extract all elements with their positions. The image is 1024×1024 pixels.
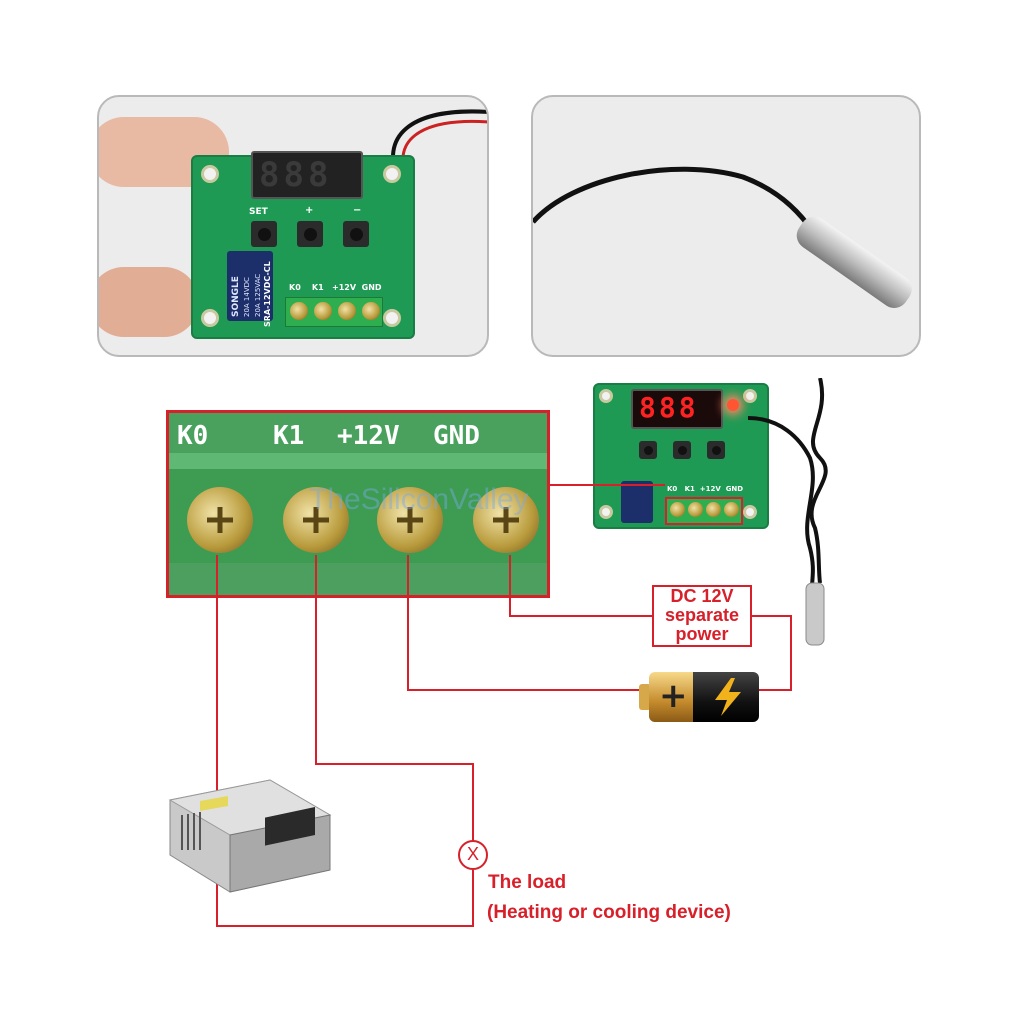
terminal-label-gnd: GND bbox=[433, 421, 480, 451]
wire-12v-horizontal bbox=[407, 689, 639, 691]
relay: SONGLE 20A 14VDC 20A 125VAC bbox=[227, 251, 273, 321]
display-digits: 888 bbox=[259, 155, 333, 195]
plus-button bbox=[297, 221, 323, 247]
screw-slots bbox=[207, 507, 519, 533]
wire-k1-down bbox=[472, 763, 474, 841]
wire-k1-horizontal bbox=[315, 763, 474, 765]
wire-gnd bbox=[509, 555, 511, 617]
wire-battery-right-vertical bbox=[790, 615, 792, 691]
board-photo: 888 SET + − SONGLE 20A 14VDC 20A 125VAC … bbox=[97, 95, 489, 357]
status-led bbox=[727, 399, 739, 411]
small-board-terminal-block bbox=[665, 497, 743, 525]
led-display: 888 bbox=[251, 151, 363, 199]
red-display-digits: 888 bbox=[639, 391, 699, 424]
thermostat-board: 888 SET + − SONGLE 20A 14VDC 20A 125VAC … bbox=[191, 151, 415, 339]
finger-image-2 bbox=[99, 267, 199, 337]
power-label-line2: separate bbox=[664, 605, 740, 625]
battery-plus: + bbox=[659, 676, 688, 716]
wire-battery-right-bottom bbox=[758, 689, 792, 691]
set-label: SET bbox=[249, 207, 268, 217]
watermark: TheSiliconValley bbox=[309, 483, 529, 516]
wire-12v bbox=[407, 555, 409, 691]
power-supply-unit bbox=[168, 779, 332, 893]
relay-model-label: SRA-12VDC-CL bbox=[263, 261, 272, 327]
power-label-box: DC 12V separate power bbox=[652, 585, 752, 647]
probe-photo bbox=[531, 95, 921, 357]
minus-button bbox=[343, 221, 369, 247]
closeup-connector-line bbox=[550, 484, 665, 486]
board-small: 888 K0 K1 +12V GND bbox=[593, 383, 769, 529]
battery: + bbox=[639, 668, 759, 726]
minus-label: − bbox=[353, 205, 362, 216]
load-subtitle: (Heating or cooling device) bbox=[487, 902, 731, 923]
wire-load-bottom bbox=[216, 925, 474, 927]
terminal-label-k1: K1 bbox=[273, 421, 305, 451]
small-terminal-labels: K0 K1 +12V GND bbox=[289, 283, 382, 292]
load-x: X bbox=[467, 844, 480, 864]
wire-k0 bbox=[216, 555, 218, 927]
probe-with-cable bbox=[747, 378, 828, 646]
plus-label: + bbox=[305, 205, 314, 216]
wire-gnd-horizontal bbox=[509, 615, 653, 617]
lightning-icon bbox=[715, 678, 741, 716]
load-title: The load bbox=[488, 872, 567, 893]
power-label-line3: power bbox=[675, 624, 729, 644]
terminal-label-12v: +12V bbox=[337, 421, 400, 451]
red-led-display: 888 bbox=[631, 389, 723, 429]
load-symbol: X bbox=[458, 840, 488, 870]
small-board-terminal-labels: K0 K1 +12V GND bbox=[667, 485, 744, 493]
wire-k1 bbox=[315, 555, 317, 765]
terminal-closeup: K0 K1 +12V GND TheSiliconValley bbox=[166, 410, 550, 598]
power-label-line1: DC 12V bbox=[670, 586, 734, 606]
temperature-probe bbox=[533, 166, 912, 308]
relay-rating-1: 20A 14VDC bbox=[243, 277, 251, 317]
relay-brand: SONGLE bbox=[231, 276, 241, 317]
small-terminal-block bbox=[285, 297, 383, 327]
terminal-label-k0: K0 bbox=[177, 421, 209, 451]
set-button bbox=[251, 221, 277, 247]
wire-load-right bbox=[472, 870, 474, 927]
wire-battery-right bbox=[752, 615, 792, 617]
